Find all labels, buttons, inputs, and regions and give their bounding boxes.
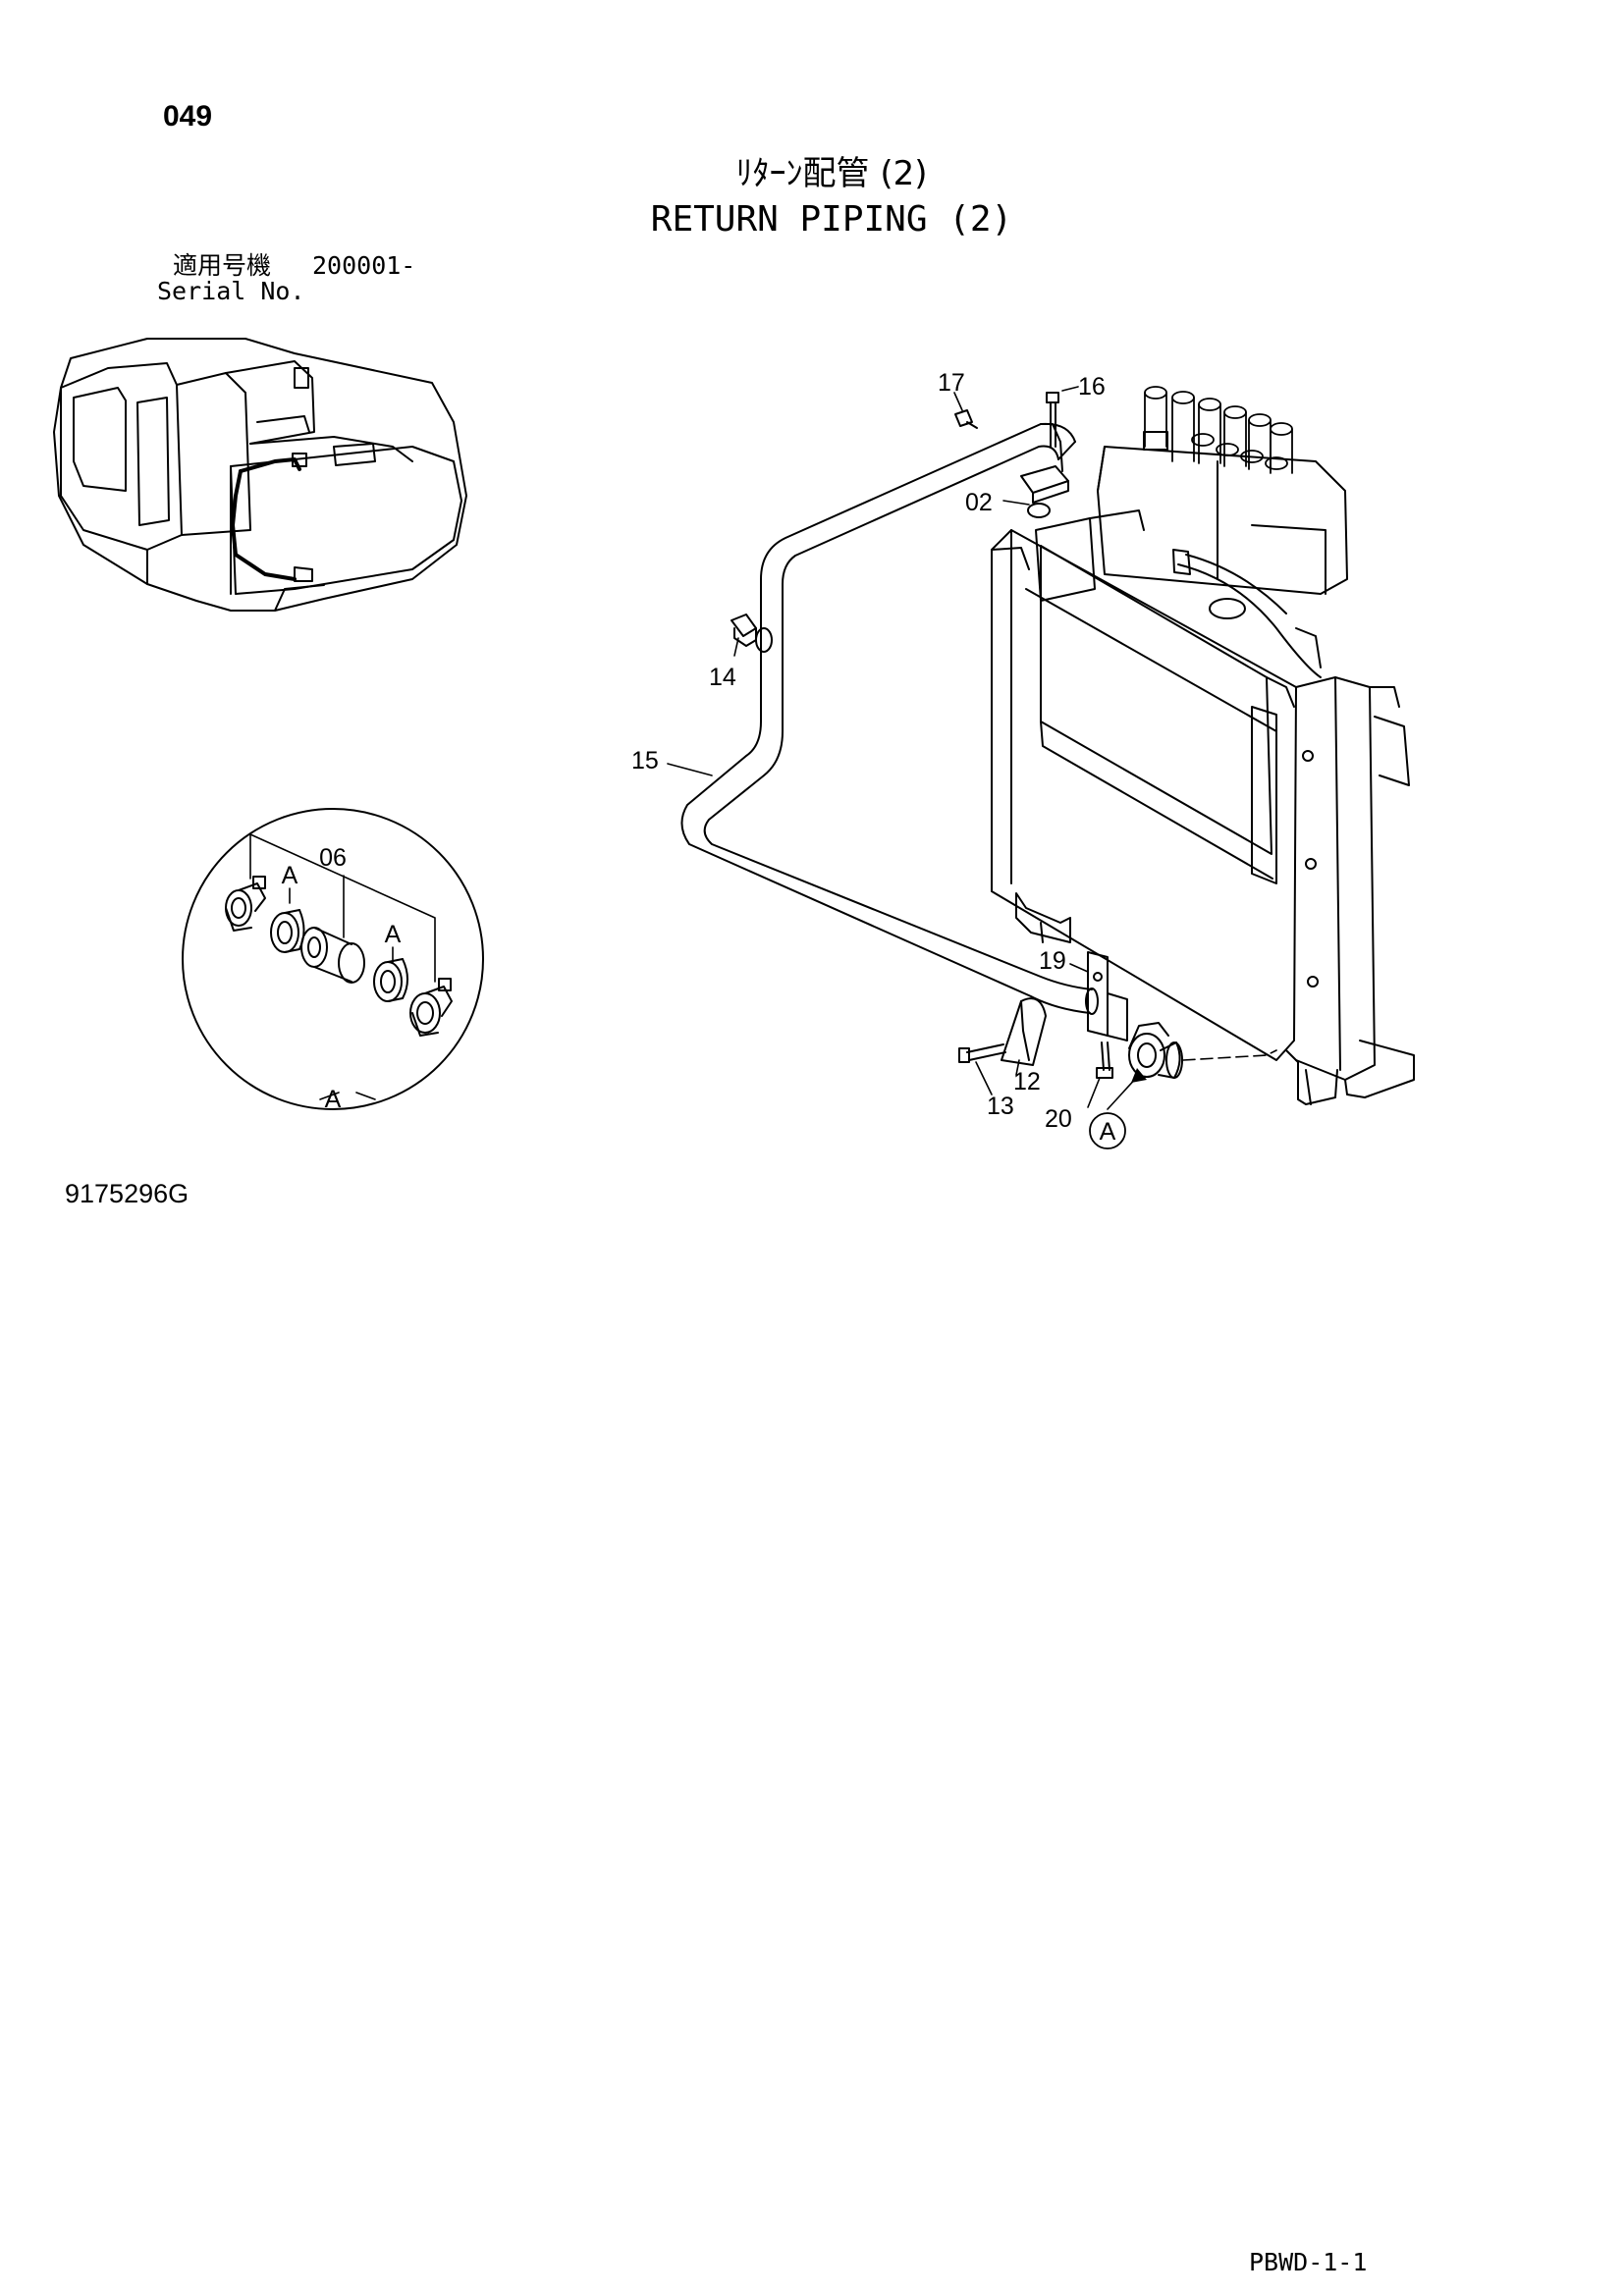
detail-a-group: A 06 A A	[182, 808, 484, 1113]
cooler-bottom-header	[1015, 892, 1338, 1105]
detail-a-label: A	[325, 1086, 342, 1113]
serial-label-english: Serial No.	[157, 277, 305, 305]
oil-cooler-assembly	[991, 386, 1415, 1105]
detail-callout-a-left: A	[282, 862, 298, 889]
detail-callout-a-right: A	[385, 921, 402, 948]
clamp-12	[1001, 997, 1047, 1066]
bolt-20	[1096, 1041, 1113, 1079]
detail-a-circle	[182, 808, 484, 1110]
callout-20: 20	[1045, 1105, 1072, 1133]
o-ring-02	[1027, 503, 1051, 518]
control-valve-block	[1097, 386, 1348, 595]
title-japanese: ﾘﾀｰﾝ配管 (2)	[735, 154, 928, 193]
callout-12: 12	[1013, 1068, 1041, 1095]
callout-02: 02	[965, 489, 993, 516]
serial-label-japanese: 適用号機	[173, 251, 272, 280]
detail-sleeve-right	[373, 958, 408, 1002]
cooler-side-frame	[1251, 676, 1415, 1098]
callout-16: 16	[1078, 373, 1106, 400]
callout-14: 14	[709, 664, 736, 691]
drawing-number: 9175296G	[65, 1179, 189, 1208]
cooler-core	[991, 529, 1297, 1061]
serial-range: 200001-	[312, 251, 416, 280]
callout-17: 17	[938, 369, 965, 397]
bolt-13	[958, 1043, 1006, 1063]
detail-clamp-right	[409, 978, 453, 1037]
callout-15: 15	[631, 747, 659, 774]
page-code: PBWD-1-1	[1249, 2248, 1368, 2276]
detail-sleeve-left	[270, 909, 305, 953]
cooler-top-fittings	[1035, 509, 1322, 678]
bolt-16	[1046, 392, 1059, 448]
callout-13: 13	[987, 1093, 1014, 1120]
page-number: 049	[163, 100, 213, 133]
callout-a-circle-group: A	[1089, 1112, 1126, 1149]
bracket-19	[1087, 951, 1128, 1041]
clamp-assembly-a	[1128, 1022, 1277, 1079]
detail-hose-06	[300, 927, 365, 984]
machine-overview-illustration	[53, 338, 467, 612]
fitting-17	[954, 409, 978, 429]
leader-lines	[667, 386, 1101, 1108]
return-pipe-15	[680, 422, 1099, 1015]
adapter-14	[731, 614, 773, 653]
detail-callout-06: 06	[319, 844, 347, 872]
detail-clamp-left	[225, 876, 266, 932]
title-english: RETURN PIPING (2)	[650, 199, 1013, 240]
callout-a-circle: A	[1100, 1118, 1116, 1146]
callout-19: 19	[1039, 947, 1066, 975]
